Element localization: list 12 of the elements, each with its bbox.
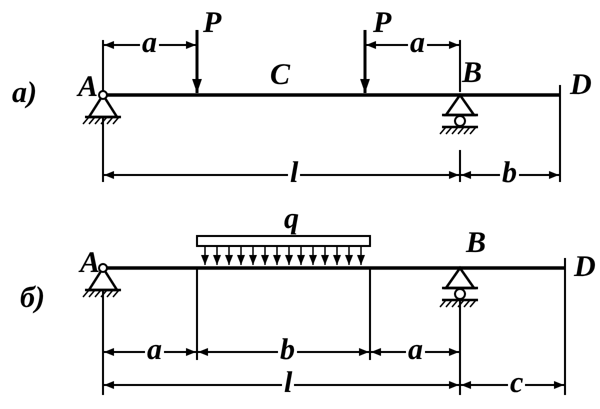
load-label: P bbox=[203, 8, 222, 38]
panel-label: a) bbox=[12, 78, 37, 108]
point-label: D bbox=[574, 252, 596, 282]
point-label: A bbox=[80, 248, 100, 278]
panel-label: б) bbox=[20, 283, 45, 313]
point-label: A bbox=[78, 72, 98, 102]
load-label: q bbox=[284, 204, 299, 234]
load-label: P bbox=[373, 8, 392, 38]
point-label: B bbox=[462, 58, 482, 88]
point-label: D bbox=[570, 70, 592, 100]
point-label: B bbox=[466, 228, 486, 258]
point-label: C bbox=[270, 60, 290, 90]
